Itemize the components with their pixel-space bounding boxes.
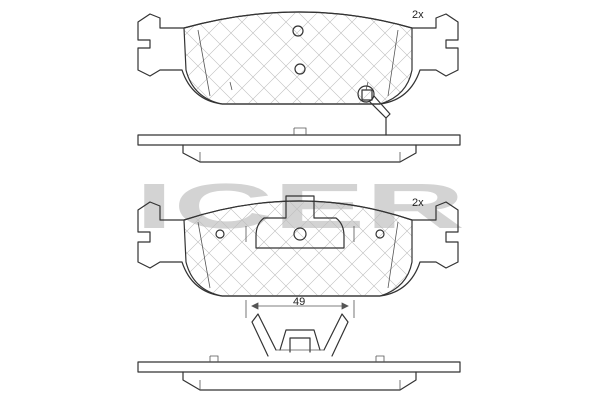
top-friction-face [183,11,413,105]
width-dimension [245,300,355,318]
bottom-center-mount [255,195,345,249]
bottom-brake-pad [137,195,459,297]
top-lower-hole [294,63,306,75]
top-chamfer-left [197,29,211,97]
bottom-quantity-label: 2x [412,197,424,209]
bottom-chamfer-left [197,221,211,289]
top-pad-side-view [137,117,461,163]
wear-sensor [357,85,391,119]
bottom-left-hole [215,229,225,239]
anti-rattle-spring-clip [251,313,349,357]
bottom-center-hole [293,227,307,241]
bottom-friction-face [183,200,413,297]
top-upper-hole [292,25,304,37]
width-dimension-label: 49 [293,296,306,308]
bottom-right-hole [375,229,385,239]
top-quantity-label: 2x [412,9,424,21]
top-brake-pad [137,11,459,119]
bottom-pad-side-view [137,355,461,391]
top-chamfer-right [387,29,399,97]
bottom-chamfer-right [387,221,399,289]
